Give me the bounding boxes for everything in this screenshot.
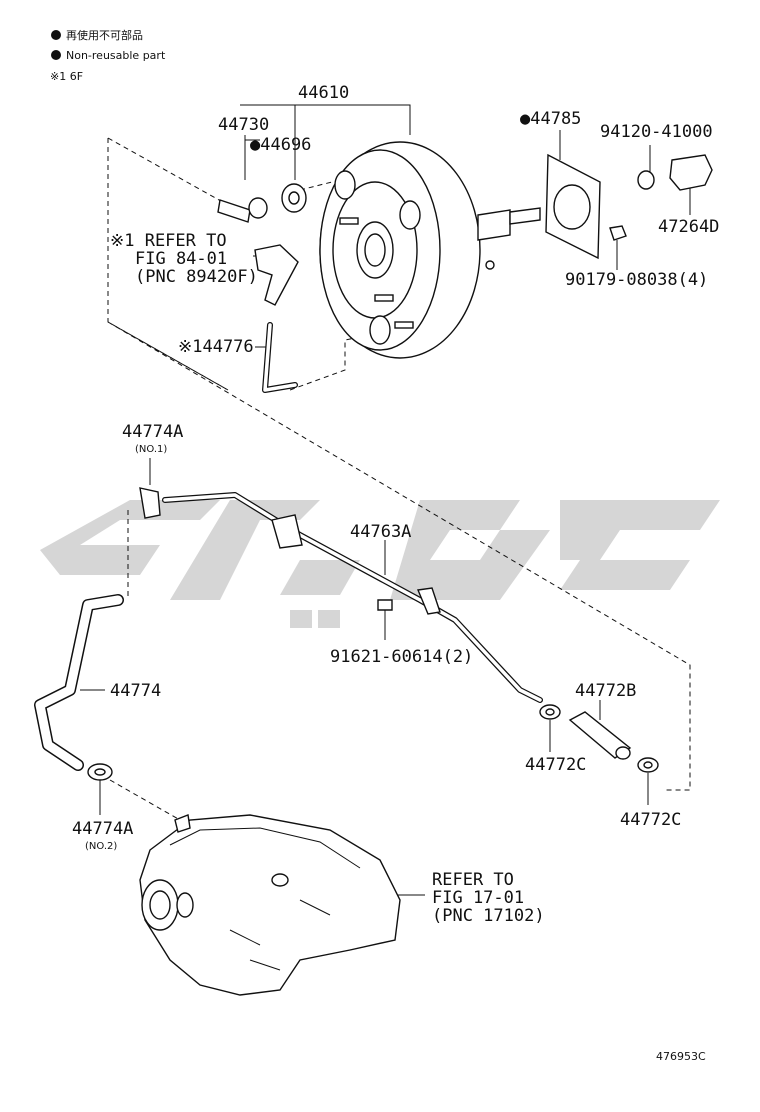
lower-boundary bbox=[107, 321, 691, 791]
watermark-logo bbox=[40, 500, 720, 628]
hose-44776 bbox=[262, 322, 298, 393]
connect-line-2 bbox=[109, 779, 181, 821]
label-44610: 44610 bbox=[298, 83, 349, 103]
label-94120: 94120-41000 bbox=[600, 122, 713, 142]
clamp-44772c-a bbox=[539, 704, 561, 720]
non-reusable-dot-icon bbox=[51, 30, 61, 40]
bolt-91621 bbox=[377, 599, 393, 640]
check-valve bbox=[217, 197, 268, 223]
label-44774: 44774 bbox=[110, 681, 161, 701]
refer2-line3: (PNC 17102) bbox=[432, 906, 545, 926]
legend-note: ※1 6F bbox=[50, 70, 83, 83]
label-90179: 90179-08038(4) bbox=[565, 270, 708, 290]
label-47264d: 47264D bbox=[658, 217, 719, 237]
hose-44772b bbox=[568, 711, 632, 760]
brake-booster bbox=[319, 141, 541, 359]
label-44730: 44730 bbox=[218, 115, 269, 135]
label-44772b: 44772B bbox=[575, 681, 636, 701]
refer-note-line1: ※1 REFER TO bbox=[110, 231, 227, 251]
label-44772c-b: 44772C bbox=[620, 810, 681, 830]
leader-44610 bbox=[240, 104, 411, 135]
label-44763a: 44763A bbox=[350, 522, 411, 542]
legend-english: Non-reusable part bbox=[66, 49, 166, 62]
legend-japanese: 再使用不可部品 bbox=[66, 28, 143, 42]
legend: 再使用不可部品 Non-reusable part ※1 6F bbox=[50, 28, 166, 83]
clamp-no2 bbox=[87, 763, 113, 781]
label-91621: 91621-60614(2) bbox=[330, 647, 473, 667]
label-44785: ●44785 bbox=[520, 109, 581, 129]
gasket bbox=[545, 153, 601, 260]
clamp-no1 bbox=[139, 487, 161, 519]
leader-44730 bbox=[244, 135, 260, 180]
refer-note-line3: (PNC 89420F) bbox=[135, 267, 258, 287]
clamp-44772c-b bbox=[637, 757, 659, 773]
grommet bbox=[281, 183, 307, 213]
refer-note-line2: FIG 84-01 bbox=[135, 249, 227, 269]
vacuum-pipe bbox=[162, 492, 543, 703]
non-reusable-dot-icon bbox=[51, 50, 61, 60]
label-no1: (NO.1) bbox=[135, 444, 167, 455]
label-44774a-bot: 44774A bbox=[72, 819, 133, 839]
refer2-line1: REFER TO bbox=[432, 870, 514, 890]
label-44776: ※144776 bbox=[178, 337, 254, 357]
figure-id: 476953C bbox=[656, 1050, 706, 1063]
nut-90179 bbox=[609, 225, 627, 241]
nut-94120 bbox=[637, 170, 655, 190]
label-44696: ●44696 bbox=[250, 135, 311, 155]
bracket-sensor bbox=[254, 244, 299, 306]
intake-manifold bbox=[139, 814, 401, 996]
label-no2: (NO.2) bbox=[85, 841, 117, 852]
label-44772c-a: 44772C bbox=[525, 755, 586, 775]
hose-44774 bbox=[34, 594, 124, 771]
refer2-line2: FIG 17-01 bbox=[432, 888, 524, 908]
label-44774a-top: 44774A bbox=[122, 422, 183, 442]
clevis bbox=[669, 154, 713, 191]
